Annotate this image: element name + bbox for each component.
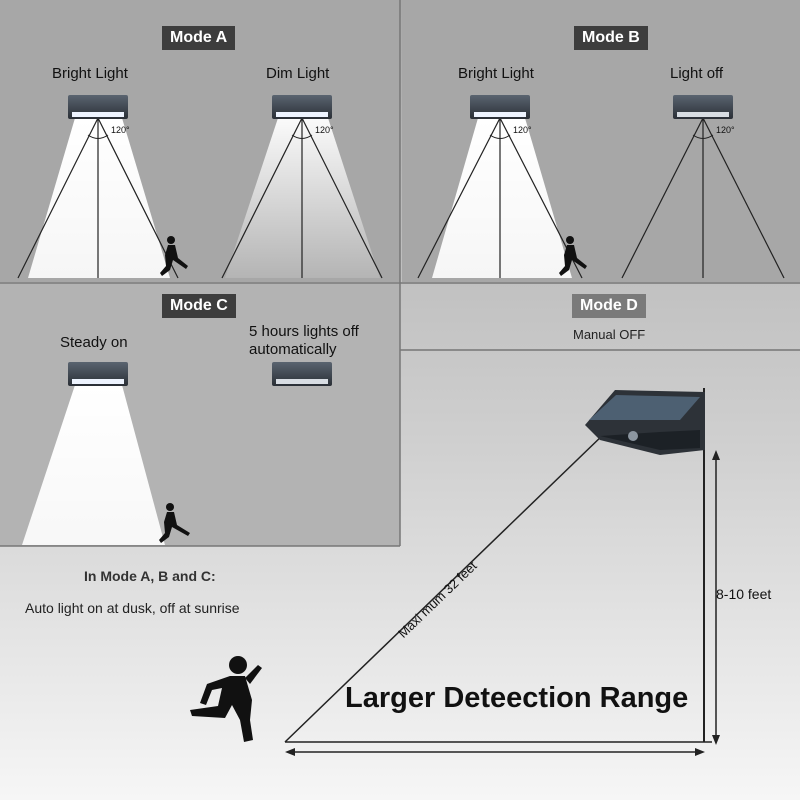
solar-lamp-icon bbox=[673, 95, 733, 119]
mode-c-steady-label: Steady on bbox=[60, 334, 128, 351]
mode-a-angle-left: 120° bbox=[111, 125, 130, 135]
mode-c-off-label-line2: automatically bbox=[249, 341, 337, 358]
mount-height-label: 8-10 feet bbox=[716, 586, 772, 602]
modes-note-line1: In Mode A, B and C: bbox=[84, 568, 216, 584]
running-person-large-icon bbox=[190, 656, 262, 742]
solar-lamp-icon bbox=[68, 95, 128, 119]
mode-b-off-label: Light off bbox=[670, 65, 724, 82]
mode-c-tag: Mode C bbox=[162, 294, 236, 318]
detection-range-headline: Larger Deteection Range bbox=[345, 682, 689, 714]
mode-c-off-label-line1: 5 hours lights off bbox=[249, 323, 359, 340]
bright-light-beam bbox=[432, 118, 572, 278]
mode-a-bright-label: Bright Light bbox=[52, 65, 128, 82]
solar-lamp-icon bbox=[68, 362, 128, 386]
modes-note-line2: Auto light on at dusk, off at sunrise bbox=[25, 600, 240, 616]
running-person-icon bbox=[160, 236, 188, 276]
mode-b-tag: Mode B bbox=[574, 26, 648, 50]
mode-b-angle-left: 120° bbox=[513, 125, 532, 135]
mode-a-tag: Mode A bbox=[162, 26, 236, 50]
bright-light-beam bbox=[28, 118, 170, 278]
mode-d-subtitle: Manual OFF bbox=[573, 327, 646, 342]
steady-light-beam bbox=[22, 385, 165, 545]
solar-lamp-large-icon bbox=[585, 390, 705, 455]
solar-lamp-icon bbox=[272, 362, 332, 386]
solar-lamp-icon bbox=[272, 95, 332, 119]
mode-d-tag: Mode D bbox=[572, 294, 646, 318]
solar-lamp-icon bbox=[470, 95, 530, 119]
detection-range-diagram bbox=[190, 388, 720, 756]
panel-dividers bbox=[0, 0, 800, 547]
mode-c-panel bbox=[0, 284, 400, 546]
running-person-icon bbox=[559, 236, 587, 276]
running-person-icon bbox=[159, 503, 190, 543]
mode-b-bright-label: Bright Light bbox=[458, 65, 534, 82]
mode-b-angle-right: 120° bbox=[716, 125, 735, 135]
mode-a-dim-label: Dim Light bbox=[266, 65, 330, 82]
mode-a-angle-right: 120° bbox=[315, 125, 334, 135]
